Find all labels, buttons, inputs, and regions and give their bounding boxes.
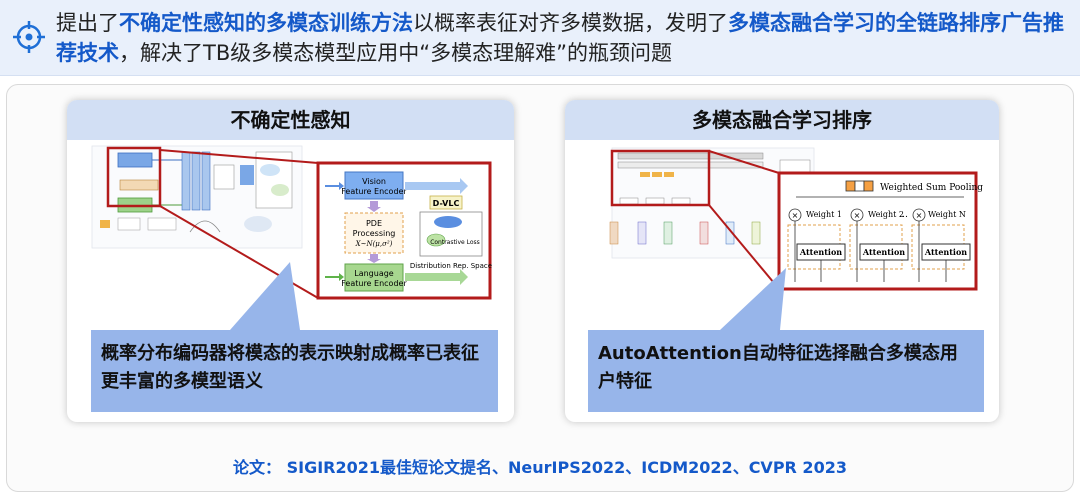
papers-line: 论文： SIGIR2021最佳短论文提名、NeurIPS2022、ICDM202…: [233, 458, 847, 477]
header-highlight-1: 不确定性感知的多模态训练方法: [119, 11, 413, 35]
fusion-caption: AutoAttention自动特征选择融合多模态用户特征: [588, 330, 984, 412]
target-icon: [13, 21, 45, 53]
header-banner: 提出了不确定性感知的多模态训练方法以概率表征对齐多模数据，发明了多模态融合学习的…: [0, 0, 1080, 76]
panel-title: 不确定性感知: [67, 100, 514, 140]
panel-title: 多模态融合学习排序: [565, 100, 999, 140]
header-text: 提出了不确定性感知的多模态训练方法以概率表征对齐多模数据，发明了多模态融合学习的…: [56, 11, 1064, 65]
header-highlight-2: 多模态融合学习的全链路排序广告推荐技术: [56, 11, 1064, 65]
uncertainty-caption: 概率分布编码器将模态的表示映射成概率已表征更丰富的多模型语义: [91, 330, 498, 412]
